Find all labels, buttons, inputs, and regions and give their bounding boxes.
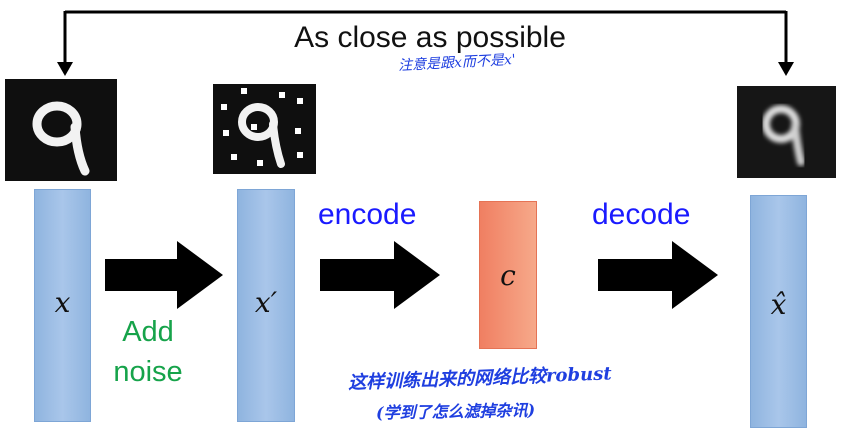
encode-arrow — [320, 241, 440, 309]
decode-arrow — [598, 241, 718, 309]
noisy-digit-image — [213, 84, 316, 174]
var-x-prime: x′ — [254, 286, 278, 319]
diagram-title: As close as possible — [250, 20, 610, 56]
add-noise-label-line2: noise — [113, 356, 183, 388]
var-x-hat: x̂ — [770, 288, 787, 321]
noisy-vector-x-prime: x′ — [237, 189, 295, 422]
digit-nine-noisy — [221, 88, 303, 168]
add-noise-label-line1: Add — [122, 316, 174, 348]
digit-nine-blurry — [762, 105, 805, 166]
digit-nine-clean — [32, 101, 90, 176]
add-noise-label: Add noise — [98, 312, 198, 392]
encode-label: encode — [318, 198, 417, 231]
output-vector-x-hat: x̂ — [750, 195, 807, 428]
reconstructed-digit-image — [737, 86, 836, 178]
handwritten-note-denoise: (学到了怎么滤掉杂讯) — [375, 400, 536, 423]
input-digit-image — [5, 79, 117, 181]
var-x: x — [54, 286, 71, 319]
input-vector-x: x — [34, 189, 91, 422]
add-noise-arrow — [105, 241, 223, 309]
decode-label: decode — [592, 198, 691, 231]
var-c: c — [500, 259, 516, 292]
code-vector-c: c — [479, 201, 537, 349]
